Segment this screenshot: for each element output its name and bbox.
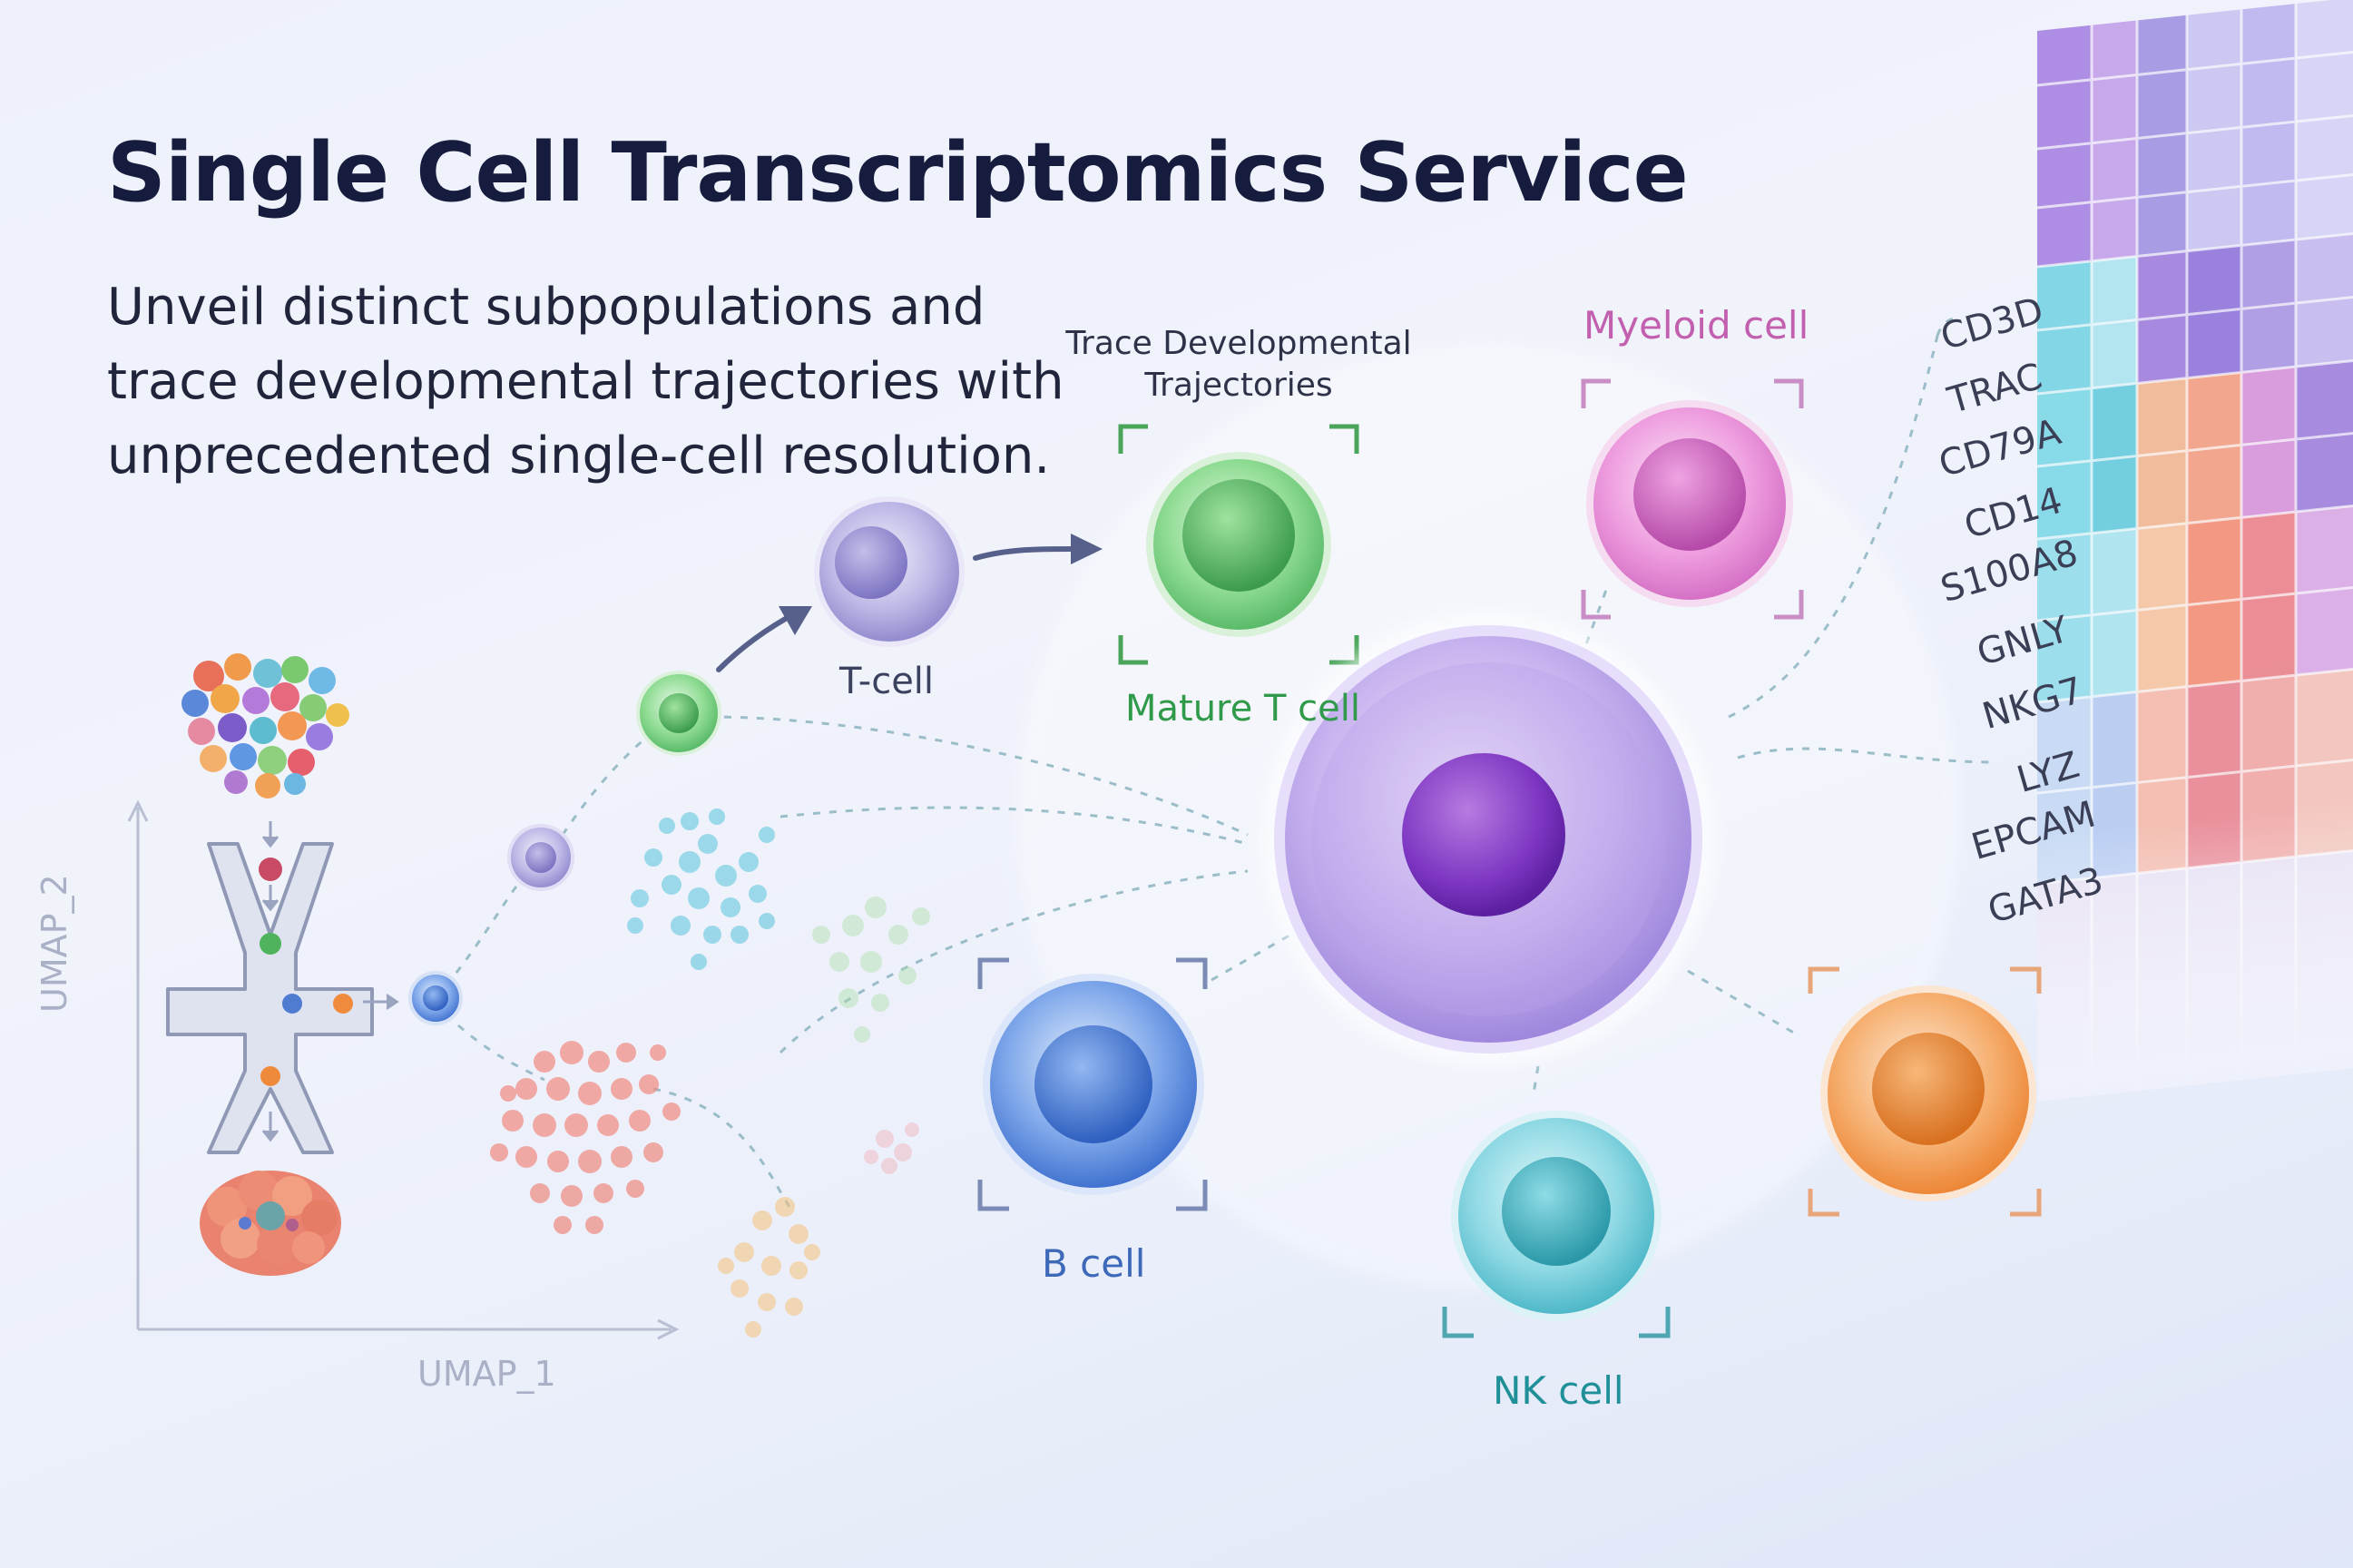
umap-axes xyxy=(127,799,680,1340)
t-cell-label: T-cell xyxy=(839,661,935,702)
t-cell-precursor xyxy=(814,496,965,647)
b-cell-label: B cell xyxy=(1042,1241,1146,1286)
b-cell xyxy=(977,957,1208,1211)
orange-cell xyxy=(1808,966,2042,1217)
umap-x-axis-label: UMAP_1 xyxy=(417,1354,556,1394)
umap-cluster-yellow xyxy=(718,1197,820,1338)
trajectory-label: Trace Developmental Trajectories xyxy=(1057,323,1420,407)
page-title: Single Cell Transcriptomics Service xyxy=(107,125,1689,220)
myeloid-cell-label: Myeloid cell xyxy=(1583,303,1809,348)
subtitle-line-2: trace developmental trajectories with xyxy=(107,352,1064,411)
trajectory-label-line-2: Trajectories xyxy=(1144,367,1333,404)
subtitle-line-3: unprecedented single-cell resolution. xyxy=(107,426,1051,485)
tissue-aggregate xyxy=(200,1171,341,1276)
mature-t-cell xyxy=(1118,424,1359,665)
subtitle: Unveil distinct subpopulations and trace… xyxy=(107,270,1069,494)
umap-cluster-red xyxy=(490,1041,681,1234)
umap-cluster-light-green xyxy=(812,897,930,1043)
nk-cell-label: NK cell xyxy=(1493,1368,1624,1413)
myeloid-cell xyxy=(1581,378,1804,620)
expression-heatmap xyxy=(2037,0,2353,1102)
nk-cell xyxy=(1442,1111,1671,1338)
central-cell xyxy=(1261,612,1715,1066)
trajectory-label-line-1: Trace Developmental xyxy=(1065,325,1412,362)
umap-y-axis-label: UMAP_2 xyxy=(34,874,74,1013)
umap-cluster-teal xyxy=(627,808,775,970)
dissociated-cells-cluster xyxy=(181,653,349,799)
progenitor-cell-green xyxy=(636,671,721,756)
subtitle-line-1: Unveil distinct subpopulations and xyxy=(107,278,985,337)
microfluidic-chip-icon xyxy=(166,842,399,1154)
progenitor-cell-blue xyxy=(408,971,463,1025)
mature-t-cell-label: Mature T cell xyxy=(1125,688,1360,730)
progenitor-cell-lavender xyxy=(507,824,574,891)
